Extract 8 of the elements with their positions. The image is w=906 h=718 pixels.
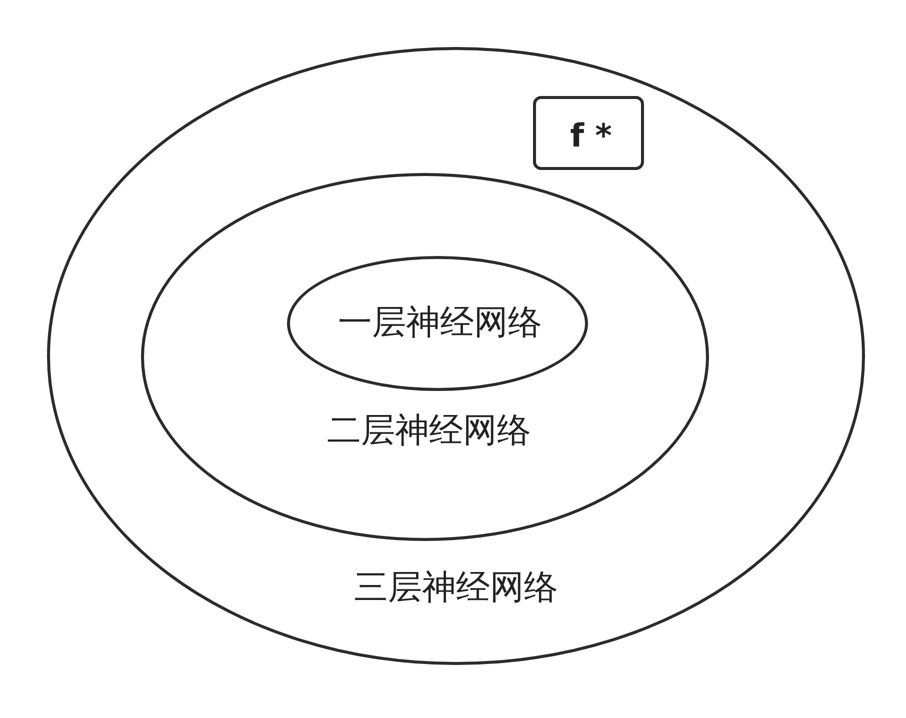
layer-label: 三层神经网络	[354, 569, 558, 607]
layer-label: 一层神经网络	[338, 304, 542, 342]
layer-label: 二层神经网络	[327, 412, 531, 450]
function-label: f *	[570, 118, 612, 154]
function-box	[533, 96, 644, 170]
middle-ellipse	[141, 173, 709, 541]
inner-ellipse	[287, 256, 588, 391]
outer-ellipse	[47, 47, 865, 665]
